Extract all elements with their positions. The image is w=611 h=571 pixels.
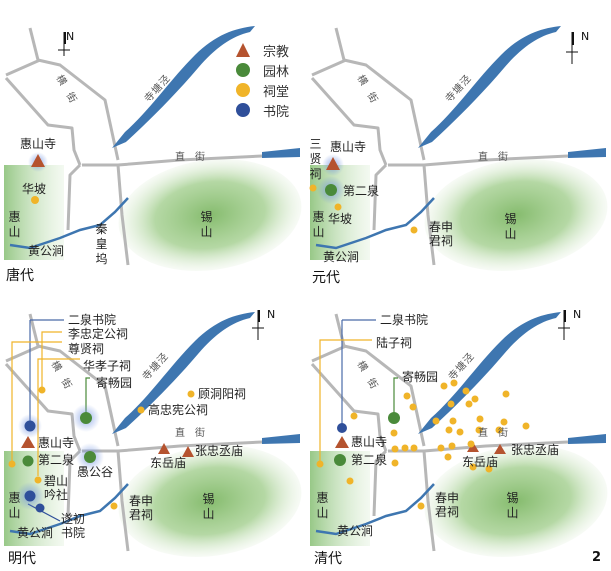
sui-chu-academy-label: 遂初书院: [61, 512, 86, 540]
legend-item-garden: 园林: [235, 60, 289, 80]
era-label: 清代: [314, 551, 342, 567]
zhang-zhongcheng-miao-label: 张忠丞庙: [195, 444, 244, 458]
chun-shen-jun-ci-label: 春申君祠: [435, 491, 460, 519]
map-panel-yuan: N 横街 直街 寺塘泾 三贤祠 惠山寺 第二泉 华坡 惠山 黄公涧 春申君祠 锡…: [306, 0, 611, 285]
huishan-temple-label: 惠山寺: [330, 140, 367, 154]
north-label: N: [573, 308, 582, 321]
legend-item-shrine: 祠堂: [235, 80, 289, 100]
xi-shan-label: 锡山: [504, 212, 517, 241]
hui-shan-label: 惠山: [8, 491, 21, 520]
triangle-icon: [236, 43, 250, 57]
map-panel-tang: N 宗教 园林 祠堂 书院 横街 直街 寺塘泾 惠山寺 华坡 惠山 黄公涧 秦皇…: [0, 0, 305, 285]
map-base: [2, 24, 305, 284]
zhi-jie-label: 直街: [478, 152, 518, 163]
huang-gong-jian-label: 黄公涧: [17, 526, 54, 540]
hui-shan-label: 惠山: [316, 491, 329, 520]
blue-dot-icon: [236, 103, 250, 117]
zun-xian-ci-label: 尊贤祠: [68, 342, 105, 356]
north-arrow-icon: [558, 310, 570, 340]
zhang-zhongcheng-miao-label: 张忠丞庙: [511, 443, 560, 457]
xi-shan-label: 锡山: [200, 210, 213, 239]
hua-po-label: 华坡: [328, 212, 353, 226]
huishan-temple-label: 惠山寺: [38, 436, 75, 450]
map-panel-ming: N 横街 直街 寺塘泾 二泉书院 李忠定公祠 尊贤祠 华孝子祠 寄畅园 顾洞阳祠…: [0, 286, 305, 571]
map-base: [308, 310, 611, 570]
north-arrow-icon: [58, 32, 70, 56]
north-arrow: N: [66, 30, 75, 43]
north-label: N: [581, 30, 590, 43]
dong-yue-miao-label: 东岳庙: [150, 456, 187, 470]
huang-gong-jian-label: 黄公涧: [337, 524, 374, 538]
xi-shan-label: 锡山: [202, 492, 215, 521]
huang-gong-jian-label: 黄公涧: [323, 250, 360, 264]
page-number: 2: [591, 550, 601, 565]
hua-po-label: 华坡: [22, 182, 47, 196]
chun-shen-jun-ci-label: 春申君祠: [129, 494, 154, 522]
san-xian-ci-label: 三贤祠: [309, 137, 322, 181]
north-arrow-icon: [252, 310, 264, 340]
er-quan-academy-label: 二泉书院: [380, 313, 429, 327]
zhi-jie-label: 直街: [175, 428, 215, 439]
zhi-jie-label: 直街: [478, 428, 518, 439]
di-er-quan-label: 第二泉: [351, 453, 388, 467]
legend: 宗教 园林 祠堂 书院: [235, 40, 289, 120]
hui-shan-label: 惠山: [312, 210, 325, 239]
li-zhongding-ci-label: 李忠定公祠: [68, 327, 129, 341]
green-dot-icon: [236, 63, 250, 77]
map-panel-qing: N 横街 直街 寺塘泾 二泉书院 陆子祠 寄畅园 惠山寺 第二泉 东岳庙 张忠丞…: [306, 286, 611, 571]
era-label: 元代: [312, 270, 340, 285]
temple-icon: [31, 154, 45, 167]
er-quan-academy-label: 二泉书院: [68, 313, 117, 327]
xi-shan-label: 锡山: [506, 491, 519, 520]
huishan-temple-label: 惠山寺: [20, 137, 57, 151]
north-arrow-icon: [566, 32, 578, 64]
legend-item-academy: 书院: [235, 100, 289, 120]
chun-shen-jun-ci-label: 春申君祠: [429, 220, 454, 248]
gu-dongyang-ci-label: 顾洞阳祠: [198, 387, 247, 401]
qin-huang-wu-label: 秦皇坞: [95, 222, 108, 266]
hui-gong-gu-label: 愚公谷: [77, 465, 114, 479]
di-er-quan-label: 第二泉: [343, 184, 380, 198]
ji-chang-yuan-label: 寄畅园: [96, 376, 133, 390]
era-label: 唐代: [6, 268, 34, 284]
bi-shan-yin-she-label: 碧山吟社: [44, 474, 69, 502]
hua-xiaozi-ci-label: 华孝子祠: [83, 359, 132, 373]
dong-yue-miao-label: 东岳庙: [462, 455, 499, 469]
map-base: [308, 24, 611, 284]
lu-zi-ci-label: 陆子祠: [376, 336, 413, 350]
huishan-temple-label: 惠山寺: [351, 435, 388, 449]
gao-zhongxian-ci-label: 高忠宪公祠: [148, 403, 209, 417]
zhi-jie-label: 直街: [175, 152, 215, 163]
north-label: N: [267, 308, 276, 321]
hui-shan-label: 惠山: [8, 210, 21, 239]
era-label: 明代: [8, 551, 36, 567]
ji-chang-yuan-label: 寄畅园: [402, 370, 439, 384]
map-base: [2, 310, 305, 570]
di-er-quan-label: 第二泉: [38, 453, 75, 467]
legend-item-religion: 宗教: [235, 40, 289, 60]
yellow-dot-icon: [236, 83, 250, 97]
huang-gong-jian-label: 黄公涧: [28, 244, 65, 258]
